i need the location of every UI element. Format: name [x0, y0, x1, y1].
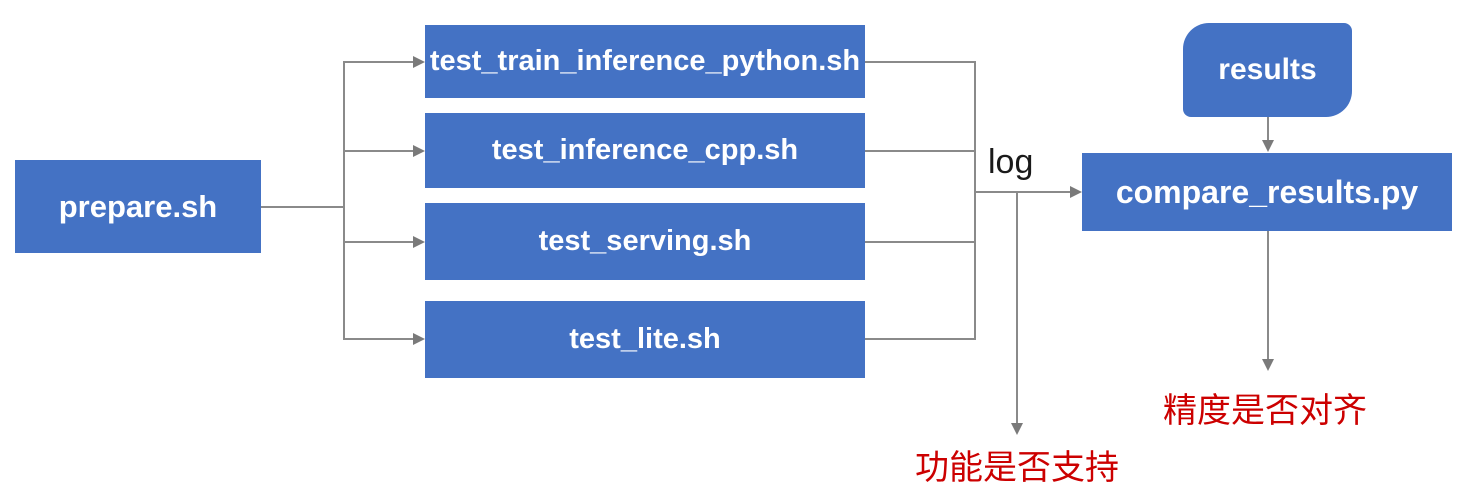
function-support-label: 功能是否支持: [915, 449, 1119, 487]
log-label: log: [988, 143, 1034, 181]
connector-merge-trunk-right: [974, 61, 976, 340]
node-test-inference-cpp: test_inference_cpp.sh: [425, 113, 865, 188]
node-results: results: [1183, 23, 1352, 117]
connector-branch-1: [343, 61, 413, 63]
node-test-serving: test_serving.sh: [425, 203, 865, 280]
connector-log-drop: [1016, 192, 1018, 423]
connector-log-to-compare: [974, 191, 1070, 193]
arrowhead-down-icon: [1262, 359, 1274, 371]
connector-branch-3: [343, 241, 413, 243]
precision-aligned-label: 精度是否对齐: [1163, 392, 1367, 430]
arrowhead-right-icon: [413, 333, 425, 345]
connector-compare-drop: [1267, 231, 1269, 360]
node-test-train-inference-python: test_train_inference_python.sh: [425, 25, 865, 98]
connector-merge-1: [865, 61, 975, 63]
connector-merge-4: [865, 338, 975, 340]
connector-merge-2: [865, 150, 975, 152]
arrowhead-right-icon: [413, 56, 425, 68]
connector-branch-4: [343, 338, 413, 340]
connector-branch-2: [343, 150, 413, 152]
node-compare-results-py: compare_results.py: [1082, 153, 1452, 231]
connector-merge-3: [865, 241, 975, 243]
connector-prepare-out: [261, 206, 344, 208]
arrowhead-right-icon: [413, 145, 425, 157]
arrowhead-right-icon: [1070, 186, 1082, 198]
arrowhead-down-icon: [1262, 140, 1274, 152]
connector-results-to-compare: [1267, 117, 1269, 141]
node-prepare-sh: prepare.sh: [15, 160, 261, 253]
arrowhead-down-icon: [1011, 423, 1023, 435]
node-test-lite: test_lite.sh: [425, 301, 865, 378]
arrowhead-right-icon: [413, 236, 425, 248]
connector-branch-trunk-left: [343, 61, 345, 340]
